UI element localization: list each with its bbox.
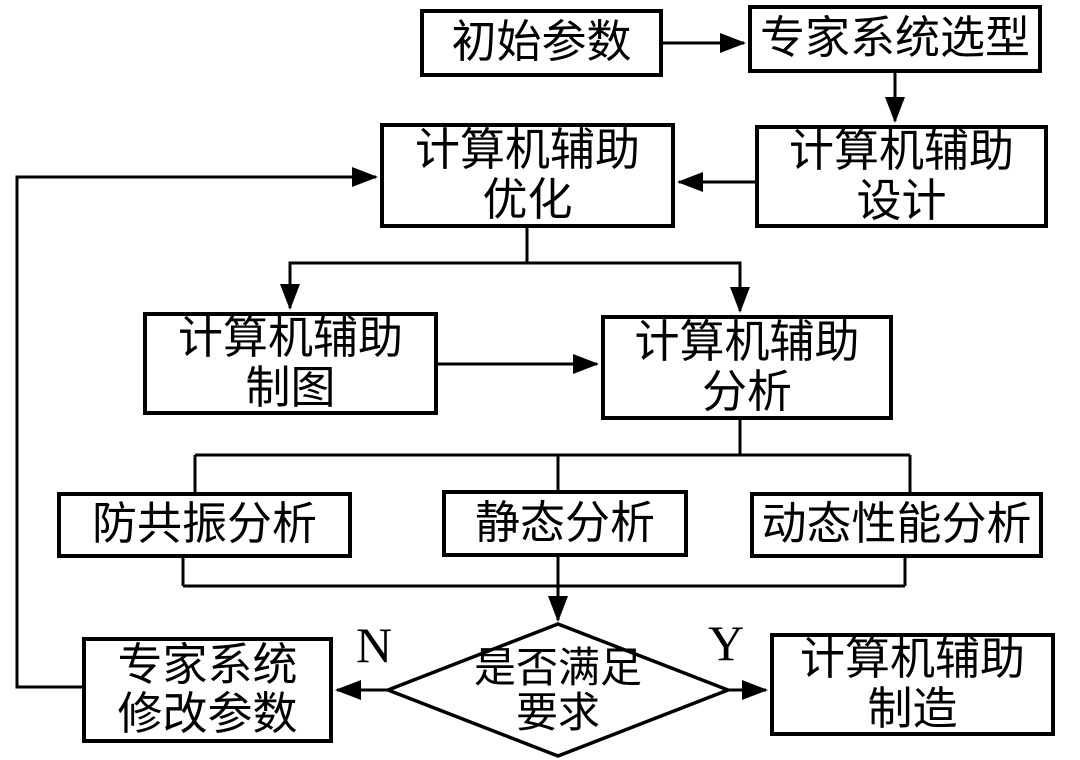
branch-label-yes: Y bbox=[708, 615, 745, 671]
node-expert-selection: 专家系统选型 bbox=[748, 5, 1042, 73]
node-computer-aided-design: 计算机辅助 设计 bbox=[755, 125, 1048, 228]
edge-cao-to-analysis bbox=[527, 261, 750, 313]
edge-modify-to-cao-feedback bbox=[15, 167, 378, 689]
branch-label-no: N bbox=[356, 617, 393, 673]
node-initial-params: 初始参数 bbox=[420, 9, 663, 77]
edge-cao-to-drawing bbox=[280, 261, 527, 310]
node-computer-aided-manufacturing: 计算机辅助 制造 bbox=[770, 633, 1055, 736]
node-expert-modify-params: 专家系统 修改参数 bbox=[82, 637, 333, 743]
node-dynamic-performance-analysis: 动态性能分析 bbox=[750, 492, 1043, 558]
node-anti-resonance-analysis: 防共振分析 bbox=[57, 492, 352, 558]
node-static-analysis: 静态分析 bbox=[442, 490, 688, 557]
decision-diamond-label: 是否满足 要求 bbox=[473, 645, 642, 737]
node-computer-aided-optimization: 计算机辅助 优化 bbox=[380, 123, 675, 228]
decision-diamond-shape bbox=[383, 622, 733, 758]
node-computer-aided-drawing: 计算机辅助 制图 bbox=[143, 312, 438, 415]
node-computer-aided-analysis: 计算机辅助 分析 bbox=[601, 315, 893, 420]
